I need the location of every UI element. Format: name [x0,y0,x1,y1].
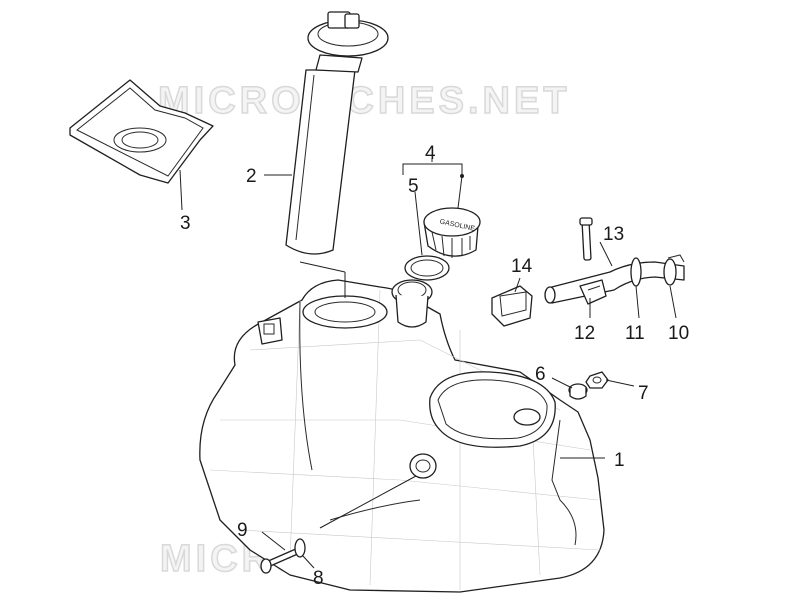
part-6-spacer [568,383,588,400]
leader-dot [460,174,464,178]
part-13-breather-pipe [544,217,685,304]
part-5-gasket [404,255,450,281]
callout-12: 12 [574,323,595,344]
callout-5: 5 [408,176,419,197]
callout-6: 6 [535,364,546,385]
callout-7: 7 [638,383,649,404]
part-10-hose-clamp [663,254,685,286]
callout-14: 14 [511,256,533,277]
callout-10: 10 [668,323,689,344]
callout-2: 2 [246,166,257,187]
watermark-top: MICROFICHES.NET [158,80,571,122]
part-8-washer [294,538,306,558]
callout-3: 3 [180,213,191,234]
callout-13: 13 [603,224,624,245]
leader-lines [179,158,677,569]
part-11-hose-clamp [630,257,642,287]
part-7-nut [585,371,609,389]
part-12-bracket [579,279,607,305]
callout-9: 9 [237,520,248,541]
part-4-fuel-cap: GASOLINE [423,207,481,258]
part-1-fuel-tank [199,279,605,593]
callout-11: 11 [625,323,645,344]
part-14-clip [491,285,533,327]
callout-8: 8 [313,568,324,589]
part-9-bolt [260,547,301,574]
callout-4: 4 [425,143,436,164]
callout-1: 1 [614,450,625,471]
part-2-fuel-pump [285,11,389,255]
part-3-tray-cover [69,79,214,184]
